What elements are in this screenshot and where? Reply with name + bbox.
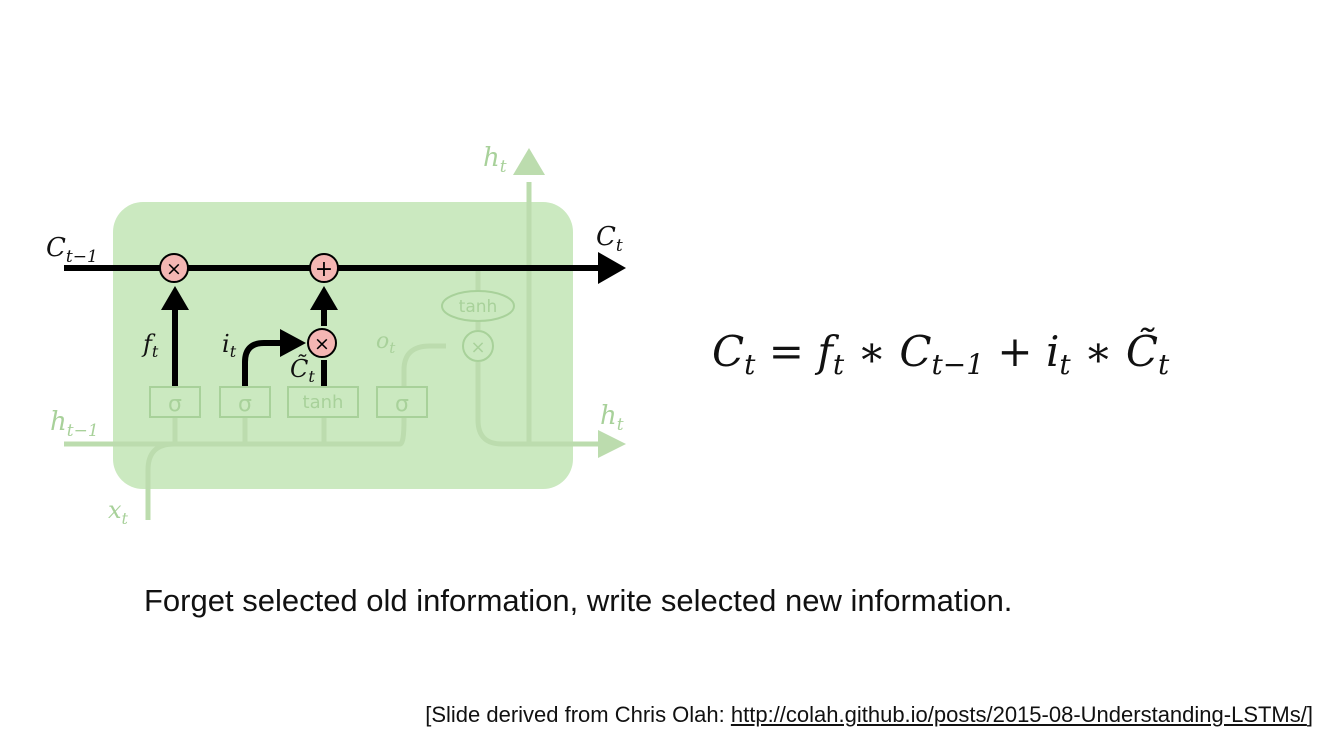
sigma-label-2: σ [238, 392, 252, 417]
sigma-gate-output [376, 386, 428, 418]
gate-boxes [149, 290, 515, 418]
c-next-label: Ct [596, 222, 623, 256]
cell-update-equation: Ct = ft ∗ Ct−1 + it ∗ C̃t [712, 326, 1170, 381]
input-mult-symbol: × [314, 333, 330, 355]
tanh-output-label: tanh [459, 297, 498, 317]
sigma-label-3: σ [395, 392, 409, 417]
add-arrowhead [310, 286, 338, 310]
x-input-label: xt [108, 496, 129, 528]
source-credit: [Slide derived from Chris Olah: http://c… [425, 702, 1313, 728]
forget-mult-circle [159, 253, 189, 283]
tanh-gate-label: tanh [303, 392, 344, 413]
c-prev-label: Ct−1 [46, 233, 98, 267]
h-prev-label: ht−1 [50, 407, 99, 441]
output-gate-label: ot [376, 329, 396, 357]
sigma-gate-input [219, 386, 271, 418]
forget-mult-symbol: × [166, 258, 182, 280]
candidate-label: C̃t [290, 355, 315, 386]
credit-prefix: [Slide derived from Chris Olah: [425, 702, 731, 727]
credit-link[interactable]: http://colah.github.io/posts/2015-08-Und… [730, 702, 1307, 727]
output-mult-label: × [470, 337, 485, 358]
h-top-arrowhead [513, 148, 545, 175]
h-right-arrowhead [598, 430, 626, 458]
input-mult-circle [307, 328, 337, 358]
sigma-label-1: σ [168, 392, 182, 417]
cell-state-arrowhead [598, 252, 626, 284]
output-mult-circle [462, 330, 494, 362]
add-circle [309, 253, 339, 283]
op-circles [159, 253, 339, 358]
input-gate-label: it [222, 330, 237, 361]
credit-suffix: ] [1306, 702, 1313, 727]
tanh-gate [287, 386, 359, 418]
sigma-gate-forget [149, 386, 201, 418]
slide-caption: Forget selected old information, write s… [144, 583, 1013, 618]
h-top-label: ht [483, 143, 507, 177]
add-symbol: + [315, 257, 333, 282]
tanh-output-ellipse [441, 290, 515, 322]
hidden-state-lines [64, 182, 600, 520]
forget-arrowhead [161, 286, 189, 310]
input-arrowhead [280, 329, 306, 357]
h-right-label: ht [600, 401, 624, 435]
